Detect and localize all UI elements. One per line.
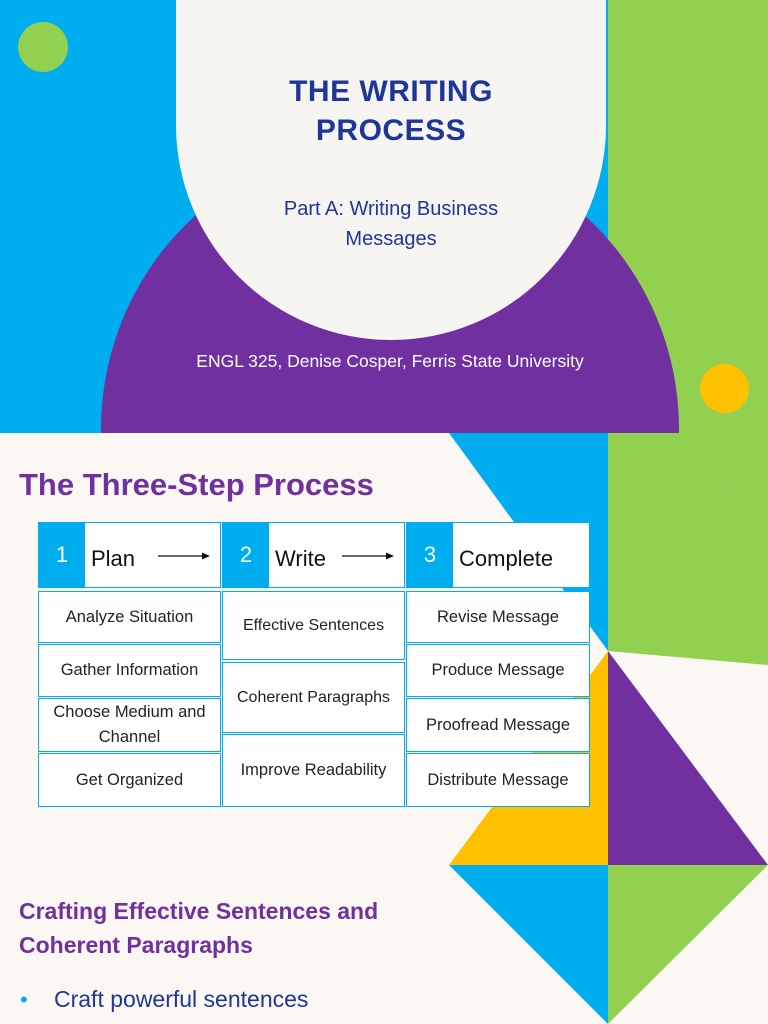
course-info: ENGL 325, Denise Cosper, Ferris State Un… [196,351,584,371]
step-header: 3 Complete [406,522,590,588]
green-triangle-edge [608,433,768,665]
sub-heading-line-2: Coherent Paragraphs [19,932,253,958]
step-number: 3 [407,523,453,587]
step-item: Analyze Situation [38,591,221,643]
step-complete-column: 3 Complete Revise Message Produce Messag… [406,522,590,807]
subtitle-line-1: Part A: Writing Business [283,198,499,220]
yellow-dot [700,364,749,413]
blue-triangle-lower [449,865,608,1024]
title-slide: THE WRITING PROCESS Part A: Writing Busi… [0,0,768,433]
step-item: Distribute Message [406,753,590,807]
step-item: Proofread Message [406,698,590,752]
bullet-dot-icon: • [20,986,28,1012]
bullet-item: • Craft powerful sentences [20,986,308,1013]
step-label: Plan [91,546,136,571]
section-sub-heading: Crafting Effective Sentences and Coheren… [19,894,378,962]
step-item: Revise Message [406,591,590,643]
step-number: 2 [223,523,269,587]
purple-triangle [608,651,768,865]
step-number: 1 [39,523,85,587]
step-header: 2 Write [222,522,405,588]
subtitle-line-2: Messages [345,228,437,250]
step-label: Write [275,546,326,571]
arrow-right-icon [342,552,394,560]
step-item: Get Organized [38,753,221,807]
step-item: Produce Message [406,644,590,697]
step-item: Coherent Paragraphs [222,662,405,733]
process-heading: The Three-Step Process [19,467,374,502]
arrow-right-icon [158,552,210,560]
title-line-2: PROCESS [315,114,467,147]
title-card [176,0,606,340]
step-header: 1 Plan [38,522,221,588]
step-write-column: 2 Write Effective Sentences Coherent Par… [222,522,405,807]
step-label: Complete [459,546,554,571]
green-dot [18,22,68,72]
sub-heading-line-1: Crafting Effective Sentences and [19,898,379,924]
slide-title: THE WRITING PROCESS [176,72,606,150]
step-item: Effective Sentences [222,591,405,660]
bullet-text: Craft powerful sentences [54,986,309,1012]
step-plan-column: 1 Plan Analyze Situation Gather Informat… [38,522,221,807]
green-triangle-lower [608,865,768,1024]
step-item: Gather Information [38,644,221,697]
process-slide: The Three-Step Process 1 Plan Analyze Si… [0,433,768,1024]
step-item: Improve Readability [222,734,405,807]
title-line-1: THE WRITING [289,75,493,108]
step-item: Choose Medium and Channel [38,698,221,752]
slide-subtitle: Part A: Writing Business Messages [176,194,606,254]
